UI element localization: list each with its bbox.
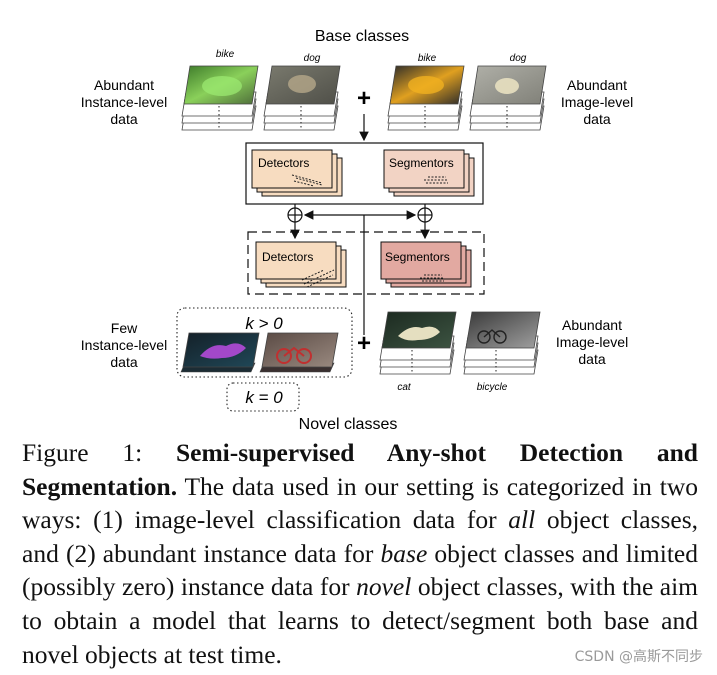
right-bottom-label: Abundant Image-level data xyxy=(556,317,628,367)
segmentors-stack-top: Segmentors xyxy=(383,149,475,197)
few-shot-image-cat xyxy=(180,332,260,373)
svg-text:Abundant: Abundant xyxy=(562,317,622,333)
svg-text:data: data xyxy=(110,111,137,127)
csdn-watermark: CSDN @高斯不同步 xyxy=(574,649,703,665)
caption-em-all: all xyxy=(508,505,536,535)
few-shot-box xyxy=(176,307,353,378)
detectors-label-top: Detectors xyxy=(258,156,309,170)
image-stack-bike-image: bike xyxy=(387,53,465,131)
caption-text-2: object classes, and (2) abundant instanc… xyxy=(22,505,698,568)
caption-text-4: object classes, with the aim to obtain a… xyxy=(22,572,698,669)
zero-shot-box xyxy=(226,382,300,412)
left-bottom-label: Few Instance-level data xyxy=(81,320,167,370)
svg-text:Instance-level: Instance-level xyxy=(81,94,167,110)
caption-em-novel: novel xyxy=(356,572,412,602)
svg-text:Instance-level: Instance-level xyxy=(81,337,167,353)
plus-sign-top: + xyxy=(357,85,371,112)
image-stack-dog-image: dog xyxy=(469,53,547,131)
top-image-label-2: dog xyxy=(304,53,321,64)
svg-text:Image-level: Image-level xyxy=(556,334,628,350)
detectors-stack-bottom: Detectors xyxy=(255,241,347,288)
novel-model-box xyxy=(247,231,485,295)
image-stack-cat-image: cat xyxy=(379,311,457,393)
k-greater-zero: k > 0 xyxy=(245,314,283,333)
svg-text:data: data xyxy=(110,354,137,370)
top-image-label-4: dog xyxy=(510,53,527,64)
caption-title: Semi-supervised Any-shot Detection and S… xyxy=(22,438,698,501)
svg-text:data: data xyxy=(583,111,610,127)
top-image-label-3: bike xyxy=(418,53,437,64)
segmentors-label-top: Segmentors xyxy=(389,156,454,170)
right-top-label: Abundant Image-level data xyxy=(561,77,633,127)
svg-text:Abundant: Abundant xyxy=(567,77,627,93)
oplus-right xyxy=(417,207,433,223)
few-shot-image-bicycle xyxy=(259,332,339,373)
image-stack-bicycle-image: bicycle xyxy=(463,311,541,393)
image-stack-bike-instance: bike xyxy=(181,49,259,131)
caption-prefix: Figure 1: xyxy=(22,438,176,467)
caption-text-3: object classes and limited (possibly zer… xyxy=(22,538,698,602)
detectors-stack-top: Detectors xyxy=(251,149,343,197)
novel-classes-title: Novel classes xyxy=(299,416,398,433)
base-model-box xyxy=(245,142,484,205)
segmentors-stack-bottom: Segmentors xyxy=(380,241,472,288)
figure-caption: Figure 1: Semi-supervised Any-shot Detec… xyxy=(22,436,698,671)
k-equals-zero: k = 0 xyxy=(245,388,283,407)
bottom-image-label-1: cat xyxy=(397,382,412,393)
plus-sign-bottom: + xyxy=(357,330,371,357)
caption-em-base: base xyxy=(380,538,428,568)
svg-text:Abundant: Abundant xyxy=(94,77,154,93)
top-image-label-1: bike xyxy=(216,49,235,60)
oplus-left xyxy=(287,207,303,223)
svg-text:data: data xyxy=(578,351,605,367)
svg-text:Image-level: Image-level xyxy=(561,94,633,110)
image-stack-dog-instance: dog xyxy=(263,53,341,131)
figure-diagram: Base classes Novel classes Abundant Inst… xyxy=(81,28,633,433)
segmentors-label-bottom: Segmentors xyxy=(385,250,450,264)
left-top-label: Abundant Instance-level data xyxy=(81,77,167,127)
detectors-label-bottom: Detectors xyxy=(262,250,313,264)
caption-text-1: The data used in our setting is categori… xyxy=(22,471,698,535)
base-classes-title: Base classes xyxy=(315,28,409,45)
bottom-image-label-2: bicycle xyxy=(477,382,508,393)
svg-text:Few: Few xyxy=(111,320,138,336)
